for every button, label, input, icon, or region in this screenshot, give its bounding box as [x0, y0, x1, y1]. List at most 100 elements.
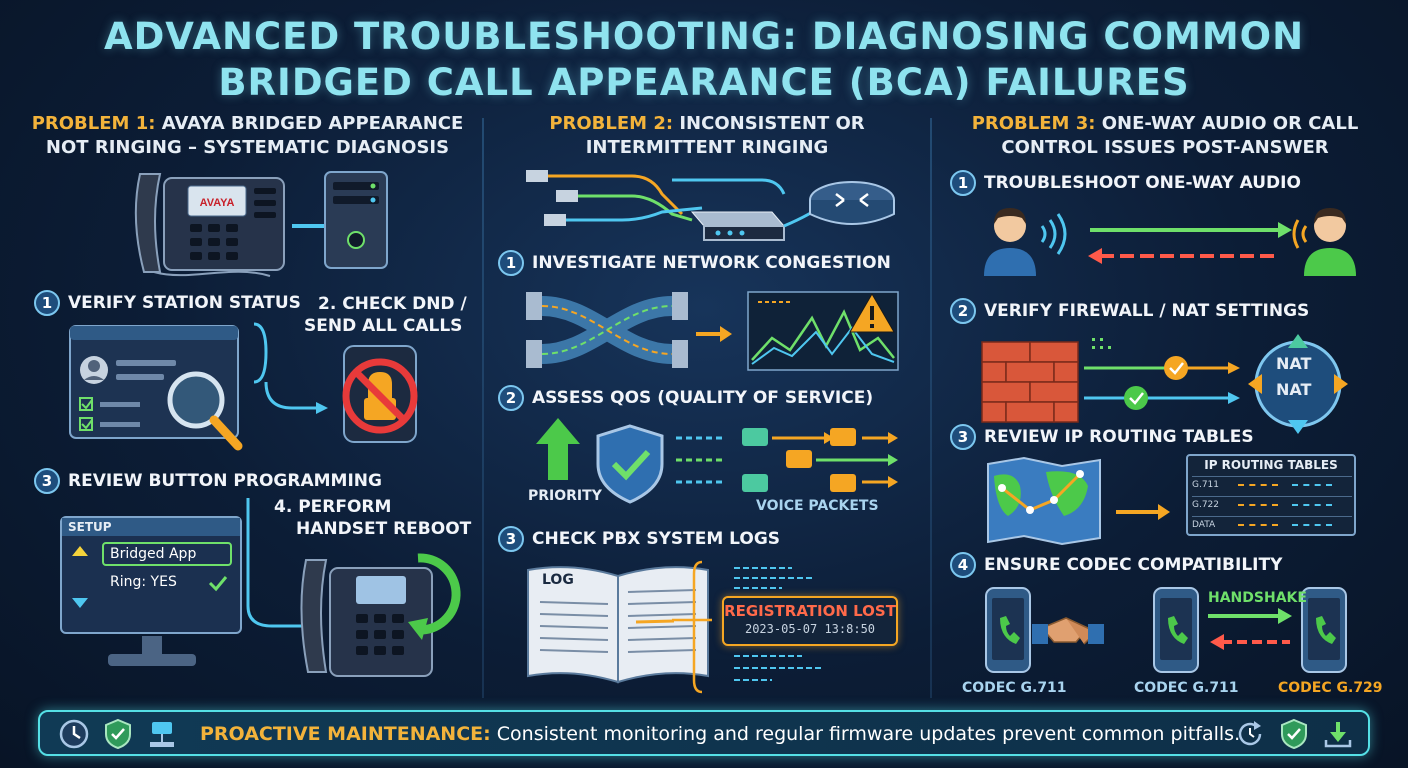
p3-step-2-label: VERIFY FIREWALL / NAT SETTINGS	[984, 301, 1310, 321]
download-icon	[1324, 722, 1352, 748]
p2-step-2-number: 2	[498, 385, 524, 411]
desk-phone-icon: AVAYA	[134, 173, 285, 277]
p1-step-2-line-2: SEND ALL CALLS	[304, 316, 463, 336]
problem-2-label: PROBLEM 2:	[549, 113, 674, 134]
codec-label-3: CODEC G.729	[1278, 680, 1383, 696]
problem-3-heading: PROBLEM 3: ONE-WAY AUDIO OR CALL CONTROL…	[940, 112, 1390, 160]
routing-row: G.722	[1192, 496, 1352, 514]
setup-header: SETUP	[62, 518, 240, 536]
codec-label-1: CODEC G.711	[962, 680, 1067, 696]
problem-1-label: PROBLEM 1:	[31, 113, 156, 134]
problem-2-text-1: INCONSISTENT OR	[679, 113, 865, 134]
nat-label-2: NAT	[1276, 380, 1312, 399]
log-book-icon	[527, 566, 709, 684]
network-device-icon	[150, 722, 174, 747]
routing-map-icon	[987, 456, 1170, 546]
column-divider-2	[930, 118, 932, 698]
problem-1-text-2: NOT RINGING – SYSTEMATIC DIAGNOSIS	[45, 137, 450, 158]
problem-3-label: PROBLEM 3:	[971, 113, 1096, 134]
firewall-nat-icon	[981, 334, 1348, 434]
footer-message: Consistent monitoring and regular firmwa…	[490, 723, 1241, 745]
p2-step-1-label: INVESTIGATE NETWORK CONGESTION	[532, 253, 891, 273]
log-alert-time: 2023-05-07 13:8:50	[744, 622, 876, 636]
footer-banner: PROACTIVE MAINTENANCE: Consistent monito…	[38, 710, 1370, 756]
station-status-window-icon	[69, 325, 243, 451]
network-congestion-icon	[526, 291, 899, 371]
problem-3-column: PROBLEM 3: ONE-WAY AUDIO OR CALL CONTROL…	[940, 112, 1390, 702]
p1-step-3-label: REVIEW BUTTON PROGRAMMING	[68, 471, 382, 491]
p1-step-2: 2. CHECK DND / SEND ALL CALLS	[304, 293, 467, 337]
p2-step-1-number: 1	[498, 250, 524, 276]
problem-1-heading: PROBLEM 1: AVAYA BRIDGED APPEARANCE NOT …	[20, 112, 475, 160]
handshake-label: HANDSHAKE	[1208, 590, 1307, 606]
setup-item-bridged-app[interactable]: Bridged App	[102, 542, 232, 566]
p1-connector-icon	[253, 322, 328, 414]
routing-table: IP ROUTING TABLES G.711 G.722 DATA	[1186, 454, 1356, 536]
server-icon	[324, 171, 388, 269]
routing-table-title: IP ROUTING TABLES	[1204, 458, 1338, 472]
p3-step-4-number: 4	[950, 552, 976, 578]
p3-step-3: 3 REVIEW IP ROUTING TABLES	[950, 424, 1254, 450]
setup-monitor: SETUP Bridged App Ring: YES	[60, 516, 242, 634]
footer-text: PROACTIVE MAINTENANCE: Consistent monito…	[200, 723, 1240, 745]
p2-step-3: 3 CHECK PBX SYSTEM LOGS	[498, 526, 780, 552]
one-way-audio-icon	[984, 208, 1356, 276]
problem-3-text-1: ONE-WAY AUDIO OR CALL	[1101, 113, 1359, 134]
column-divider-1	[482, 118, 484, 698]
p3-step-1-number: 1	[950, 170, 976, 196]
check-icon	[208, 576, 228, 592]
title-line-2: BRIDGED CALL APPEARANCE (BCA) FAILURES	[218, 61, 1190, 104]
problem-2-column: PROBLEM 2: INCONSISTENT OR INTERMITTENT …	[492, 112, 922, 702]
monitor-stand-icon	[108, 636, 196, 666]
problem-2-heading: PROBLEM 2: INCONSISTENT OR INTERMITTENT …	[492, 112, 922, 160]
qos-priority-icon	[536, 418, 898, 504]
problem-1-text-1: AVAYA BRIDGED APPEARANCE	[161, 113, 464, 134]
setup-scroll-up-icon[interactable]	[72, 546, 88, 556]
p2-step-3-number: 3	[498, 526, 524, 552]
clock-icon	[59, 719, 89, 749]
p3-step-4-label: ENSURE CODEC COMPATIBILITY	[984, 555, 1283, 575]
p2-step-2: 2 ASSESS QoS (QUALITY OF SERVICE)	[498, 385, 873, 411]
routing-row-label: G.711	[1192, 480, 1220, 490]
log-connector-icon	[672, 560, 712, 694]
p1-step-4-line-2: HANDSET REBOOT	[296, 519, 472, 539]
log-alert-box: REGISTRATION LOST 2023-05-07 13:8:50	[722, 596, 898, 646]
log-alert-text: REGISTRATION LOST	[724, 602, 896, 620]
problem-2-text-2: INTERMITTENT RINGING	[585, 137, 829, 158]
p3-step-1: 1 TROUBLESHOOT ONE-WAY AUDIO	[950, 170, 1301, 196]
p1-step-1: 1 VERIFY STATION STATUS	[34, 290, 301, 316]
title-line-1: ADVANCED TROUBLESHOOTING: DIAGNOSING COM…	[103, 15, 1305, 58]
p1-step-4: 4. PERFORM HANDSET REBOOT	[274, 496, 471, 540]
codec-compatibility-icon	[985, 587, 1347, 673]
p3-step-4: 4 ENSURE CODEC COMPATIBILITY	[950, 552, 1282, 578]
shield-check-icon	[105, 718, 131, 750]
refresh-clock-icon	[1238, 721, 1262, 746]
log-label: LOG	[542, 572, 574, 588]
p1-step-4-line-1: 4. PERFORM	[274, 497, 392, 517]
p1-step-1-label: VERIFY STATION STATUS	[68, 293, 301, 313]
p3-step-3-number: 3	[950, 424, 976, 450]
p3-step-3-label: REVIEW IP ROUTING TABLES	[984, 427, 1254, 447]
priority-label: PRIORITY	[528, 488, 602, 504]
routing-row-label: G.722	[1192, 500, 1220, 510]
page-title: ADVANCED TROUBLESHOOTING: DIAGNOSING COM…	[0, 14, 1408, 106]
voice-packets-label: VOICE PACKETS	[756, 498, 879, 514]
routing-row-label: DATA	[1192, 520, 1216, 530]
p3-step-1-label: TROUBLESHOOT ONE-WAY AUDIO	[984, 173, 1301, 193]
routing-row: DATA	[1192, 516, 1352, 534]
handset-reboot-icon	[300, 553, 461, 677]
shield-check-icon	[1281, 718, 1307, 750]
p1-step-2-line-1: 2. CHECK DND /	[318, 294, 467, 314]
setup-scroll-down-icon[interactable]	[72, 598, 88, 608]
p2-step-3-label: CHECK PBX SYSTEM LOGS	[532, 529, 781, 549]
problem-1-column: PROBLEM 1: AVAYA BRIDGED APPEARANCE NOT …	[20, 112, 475, 702]
log-lines-icon	[734, 567, 822, 681]
nat-label-1: NAT	[1276, 354, 1312, 373]
avaya-brand: AVAYA	[200, 197, 235, 209]
p2-step-1: 1 INVESTIGATE NETWORK CONGESTION	[498, 250, 891, 276]
p2-step-2-label: ASSESS QoS (QUALITY OF SERVICE)	[532, 388, 874, 408]
p1-step-1-number: 1	[34, 290, 60, 316]
footer-label: PROACTIVE MAINTENANCE:	[200, 723, 491, 745]
